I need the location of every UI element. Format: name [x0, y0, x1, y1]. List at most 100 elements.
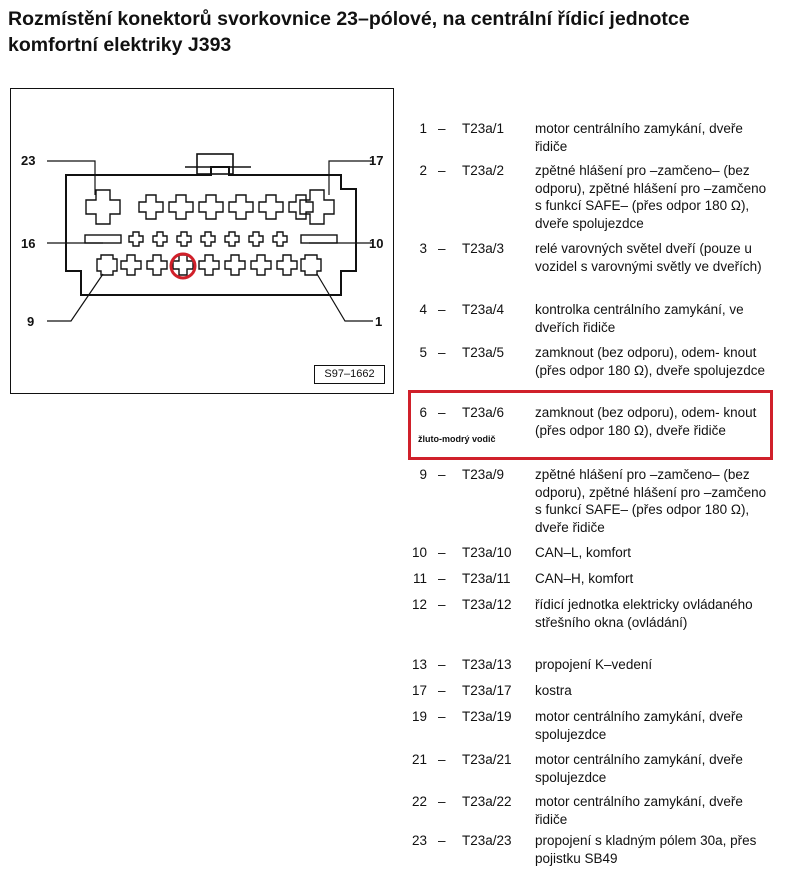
pin-number: 4: [419, 302, 427, 317]
pin-number: 1: [419, 121, 427, 136]
pin-description: zamknout (bez odporu), odem- knout (přes…: [535, 405, 757, 438]
pin-label-10: 10: [369, 236, 384, 251]
pin-code: T23a/17: [462, 683, 512, 698]
pin-top-row: [258, 194, 284, 220]
pin-number: 5: [419, 345, 427, 360]
pin-number: 22: [411, 794, 427, 809]
separator-dash: –: [438, 163, 446, 178]
pin-number: 6: [419, 405, 427, 420]
pin-bottom-row: [120, 254, 142, 276]
pin-code: T23a/22: [462, 794, 512, 809]
wire-color-note: žluto-modrý vodič: [418, 434, 496, 444]
pin-label-17: 17: [369, 153, 384, 168]
pin-code: T23a/5: [462, 345, 505, 360]
pin-description: řídicí jednotka elektricky ovládaného st…: [535, 597, 753, 630]
pin-description: motor centrálního zamykání, dveře řidiče: [535, 121, 743, 154]
pin-middle-row: [152, 231, 168, 247]
pin-grid: [84, 189, 338, 276]
pin-description: relé varovných světel dveří (pouze u voz…: [535, 241, 762, 274]
pin-bottom-right: [300, 254, 322, 276]
separator-dash: –: [438, 121, 446, 136]
pin-code: T23a/19: [462, 709, 512, 724]
separator-dash: –: [438, 405, 446, 420]
pin-top-row: [138, 194, 164, 220]
pin-code: T23a/12: [462, 597, 512, 612]
pin-description: CAN–H, komfort: [535, 571, 634, 586]
pin-label-9: 9: [27, 314, 35, 329]
pin-top-row: [288, 194, 314, 220]
pin-code: T23a/2: [462, 163, 505, 178]
pin-middle-row: [272, 231, 288, 247]
connector-diagram: 23 17 16 10 9 1 S97–1662: [10, 88, 394, 394]
pin-label-23: 23: [21, 153, 36, 168]
separator-dash: –: [438, 752, 446, 767]
separator-dash: –: [438, 302, 446, 317]
pin-top-row: [228, 194, 254, 220]
pin-description: propojení K–vedení: [535, 657, 653, 672]
pin-large-right: [299, 189, 335, 225]
pin-number: 12: [411, 597, 427, 612]
pin-middle-row: [248, 231, 264, 247]
pin-number: 23: [411, 833, 427, 848]
pin-code: T23a/4: [462, 302, 505, 317]
pin-number: 13: [411, 657, 427, 672]
pin-code: T23a/3: [462, 241, 505, 256]
separator-dash: –: [438, 571, 446, 586]
pin-number: 3: [419, 241, 427, 256]
separator-dash: –: [438, 597, 446, 612]
pin-bottom-left: [96, 254, 118, 276]
pin-code: T23a/23: [462, 833, 512, 848]
separator-dash: –: [438, 794, 446, 809]
pin-middle-row: [224, 231, 240, 247]
pin-label-1: 1: [375, 314, 383, 329]
pin-slot: [84, 234, 122, 244]
pin-number: 2: [419, 163, 427, 178]
pin-number: 19: [411, 709, 427, 724]
separator-dash: –: [438, 241, 446, 256]
page-title: Rozmístění konektorů svorkovnice 23–pólo…: [8, 8, 690, 56]
pin-description: motor centrálního zamykání, dveře řidiče: [535, 794, 743, 827]
separator-dash: –: [438, 833, 446, 848]
pin-description: CAN–L, komfort: [535, 545, 632, 560]
separator-dash: –: [438, 683, 446, 698]
pin-number: 9: [419, 467, 427, 482]
separator-dash: –: [438, 657, 446, 672]
pin-6-highlight-circle: [169, 252, 197, 280]
pin-bottom-row: [276, 254, 298, 276]
pin-number: 10: [411, 545, 427, 560]
pin-bottom-row: [224, 254, 246, 276]
pin-number: 11: [412, 571, 427, 586]
pin-middle-row: [128, 231, 144, 247]
pin-middle-row: [176, 231, 192, 247]
pin-description: zamknout (bez odporu), odem- knout (přes…: [535, 345, 765, 378]
pin-description: motor centrálního zamykání, dveře spoluj…: [535, 752, 743, 785]
separator-dash: –: [438, 545, 446, 560]
pin-code: T23a/9: [462, 467, 505, 482]
separator-dash: –: [438, 709, 446, 724]
pin-code: T23a/6: [462, 405, 505, 420]
pin-description: kostra: [535, 683, 572, 698]
pin-description: zpětné hlášení pro –zamčeno– (bez odporu…: [535, 163, 767, 231]
pin-code: T23a/13: [462, 657, 512, 672]
pin-top-row: [198, 194, 224, 220]
pin-description: propojení s kladným pólem 30a, přes poji…: [535, 833, 757, 866]
figure-reference: S97–1662: [314, 365, 385, 384]
pin-6-highlight-box: [408, 390, 773, 460]
pin-description: motor centrálního zamykání, dveře spoluj…: [535, 709, 743, 742]
pin-description: zpětné hlášení pro –zamčeno– (bez odporu…: [535, 467, 767, 535]
pin-large-left: [85, 189, 121, 225]
pin-code: T23a/21: [462, 752, 512, 767]
pin-number: 17: [411, 683, 427, 698]
pin-middle-row: [200, 231, 216, 247]
pin-label-16: 16: [21, 236, 36, 251]
pin-top-row: [168, 194, 194, 220]
separator-dash: –: [438, 345, 446, 360]
pin-code: T23a/10: [462, 545, 512, 560]
separator-dash: –: [438, 467, 446, 482]
pin-number: 21: [411, 752, 427, 767]
pin-code: T23a/1: [462, 121, 505, 136]
pin-slot: [300, 234, 338, 244]
pin-bottom-row: [250, 254, 272, 276]
pin-code: T23a/11: [462, 571, 511, 586]
pin-description: kontrolka centrálního zamykání, ve dveří…: [535, 302, 744, 335]
